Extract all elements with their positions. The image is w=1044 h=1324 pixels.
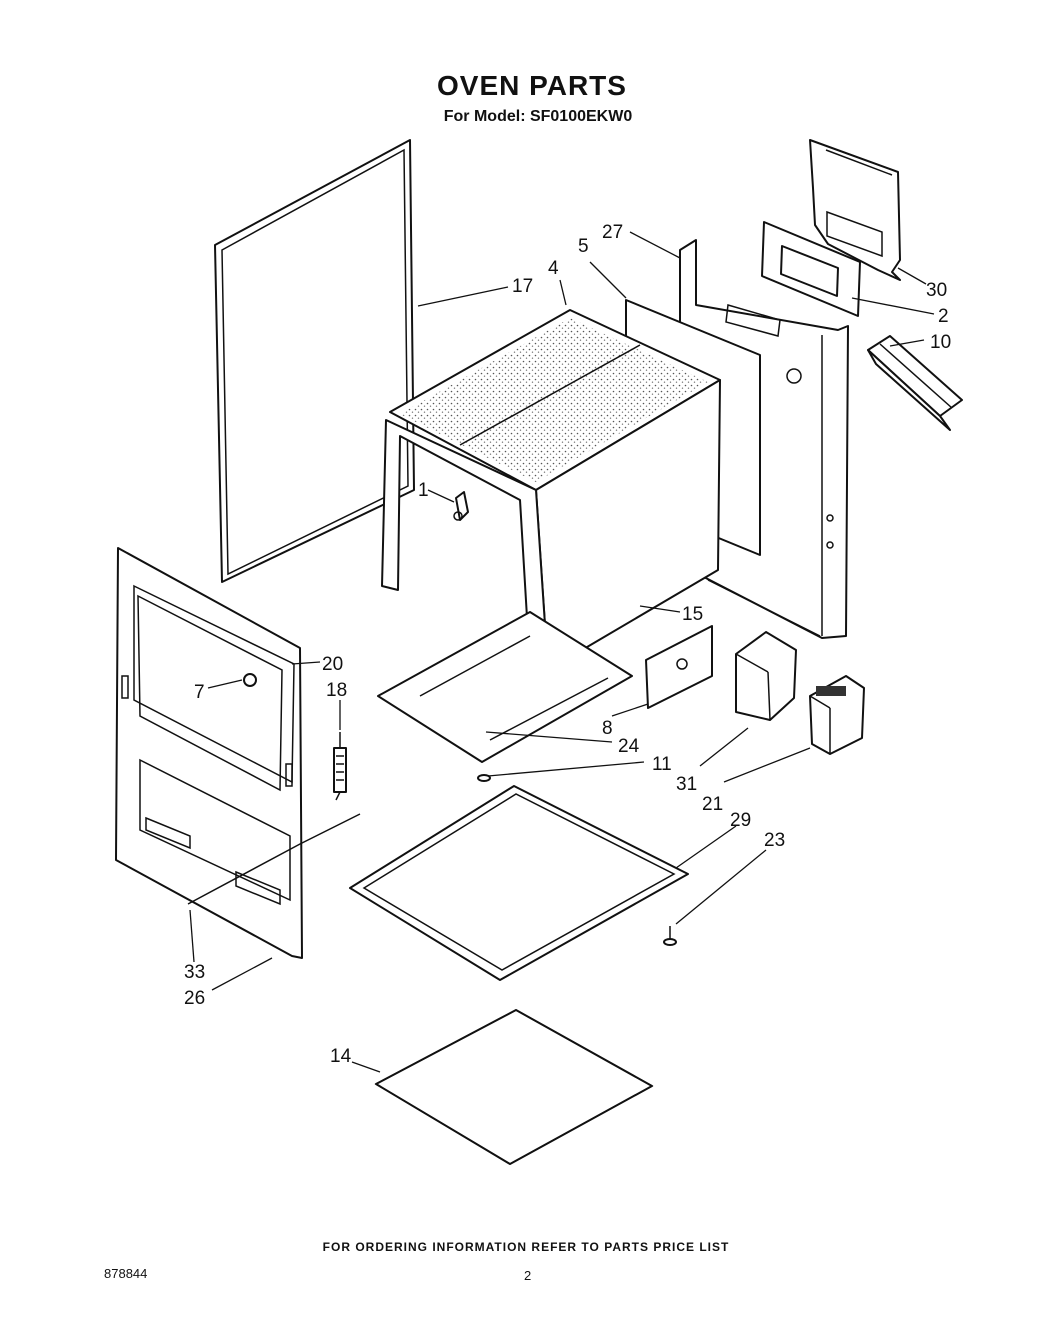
callout-10: 10 [930,332,951,353]
callout-30: 30 [926,280,947,301]
screw-part-23 [663,926,677,946]
cover-plate-part-8 [645,625,713,709]
panel-part-17 [214,139,415,583]
callout-23: 23 [764,830,785,851]
spring-part-18 [333,732,347,801]
clip-part-1 [453,491,469,521]
callout-7: 7 [194,682,205,703]
callout-24: 24 [618,736,640,757]
callout-17: 17 [512,276,533,297]
page-title: OVEN PARTS [437,70,627,101]
oven-liner-part-4 [381,309,721,671]
callout-14: 14 [330,1046,352,1067]
callout-27: 27 [602,222,623,243]
bracket-part-10 [867,335,963,431]
callout-20: 20 [322,654,343,675]
callout-15: 15 [682,604,703,625]
terminal-block-part-21 [809,675,865,755]
oven-rack-part-14 [374,1009,654,1165]
terminal-cover-part-31 [735,631,797,721]
callout-29: 29 [730,810,751,831]
callout-4: 4 [548,258,559,279]
broiler-pan-part-29 [349,785,689,981]
callout-2: 2 [938,306,949,327]
clip-part-11 [477,774,491,782]
ordering-note: FOR ORDERING INFORMATION REFER TO PARTS … [322,1240,730,1254]
callout-11: 11 [652,754,672,775]
callout-31: 31 [676,774,697,795]
callout-8: 8 [602,718,613,739]
back-cover-part-30 [809,139,901,281]
document-number: 878844 [104,1266,148,1281]
handle-rod-part-33 [187,813,361,905]
callout-1: 1 [418,480,429,501]
callout-18: 18 [326,680,347,701]
callout-labels: 1 2 4 5 7 8 10 11 14 15 17 18 20 21 23 2… [184,222,951,1067]
callout-5: 5 [578,236,589,257]
gasket-part-2 [761,221,861,317]
oven-bottom-part-24 [377,611,633,763]
callout-33: 33 [184,962,205,983]
oven-door-part-26 [115,547,303,959]
page-number: 2 [524,1268,532,1283]
callout-26: 26 [184,988,205,1009]
callout-21: 21 [702,794,723,815]
model-subtitle: For Model: SF0100EKW0 [443,108,633,125]
leader-lines [189,231,935,1073]
door-stop-part-7 [243,673,257,687]
